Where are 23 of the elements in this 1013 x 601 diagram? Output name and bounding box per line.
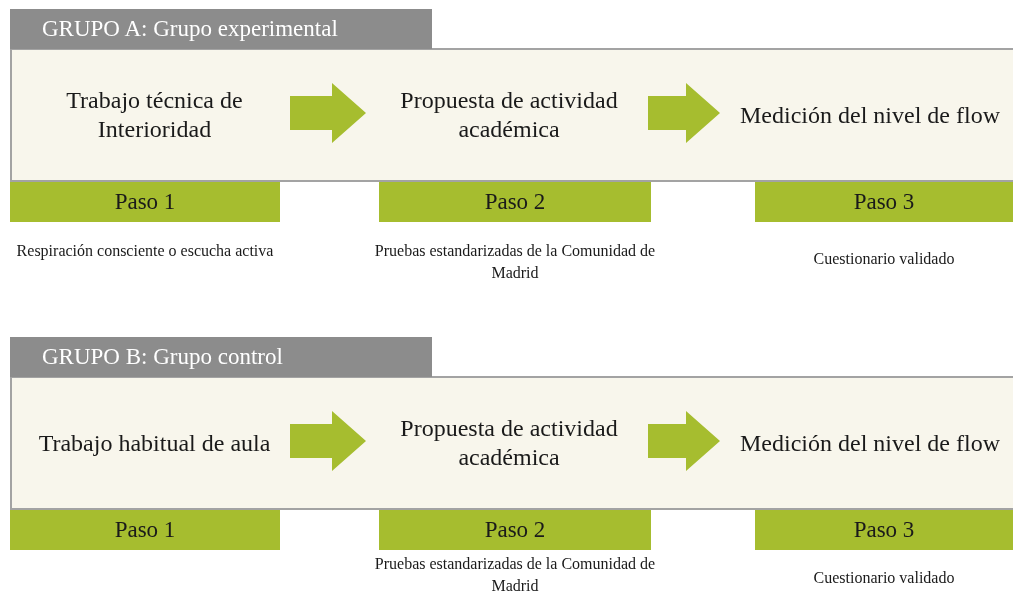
step-text: Trabajo técnica de Interioridad — [65, 86, 244, 144]
step-bar: Paso 2 — [379, 182, 651, 222]
step-text: Propuesta de actividad académica — [399, 86, 619, 144]
step-bar: Paso 3 — [755, 182, 1013, 222]
step-note: Cuestionario validado — [812, 568, 956, 588]
group-heading: GRUPO B: Grupo control — [10, 337, 432, 377]
step-bar: Paso 3 — [755, 510, 1013, 550]
step-bar: Paso 2 — [379, 510, 651, 550]
step-note: Pruebas estandarizadas de la Comunidad de Madrid — [373, 241, 657, 283]
step-note: Respiración consciente o escucha activa — [15, 241, 275, 262]
group-heading: GRUPO A: Grupo experimental — [10, 9, 432, 49]
step-note: Pruebas estandarizadas de la Comunidad de Madrid — [373, 554, 657, 596]
step-text: Trabajo habitual de aula — [38, 428, 271, 458]
block-arrow — [290, 83, 366, 143]
step-bar: Paso 1 — [10, 510, 280, 550]
block-arrow — [648, 83, 720, 143]
block-arrow — [648, 411, 720, 471]
step-text: Medición del nivel de flow — [740, 100, 1000, 130]
step-bar: Paso 1 — [10, 182, 280, 222]
block-arrow — [290, 411, 366, 471]
step-text: Propuesta de actividad académica — [399, 414, 619, 472]
step-note: Cuestionario validado — [812, 249, 956, 269]
step-text: Medición del nivel de flow — [740, 428, 1000, 458]
